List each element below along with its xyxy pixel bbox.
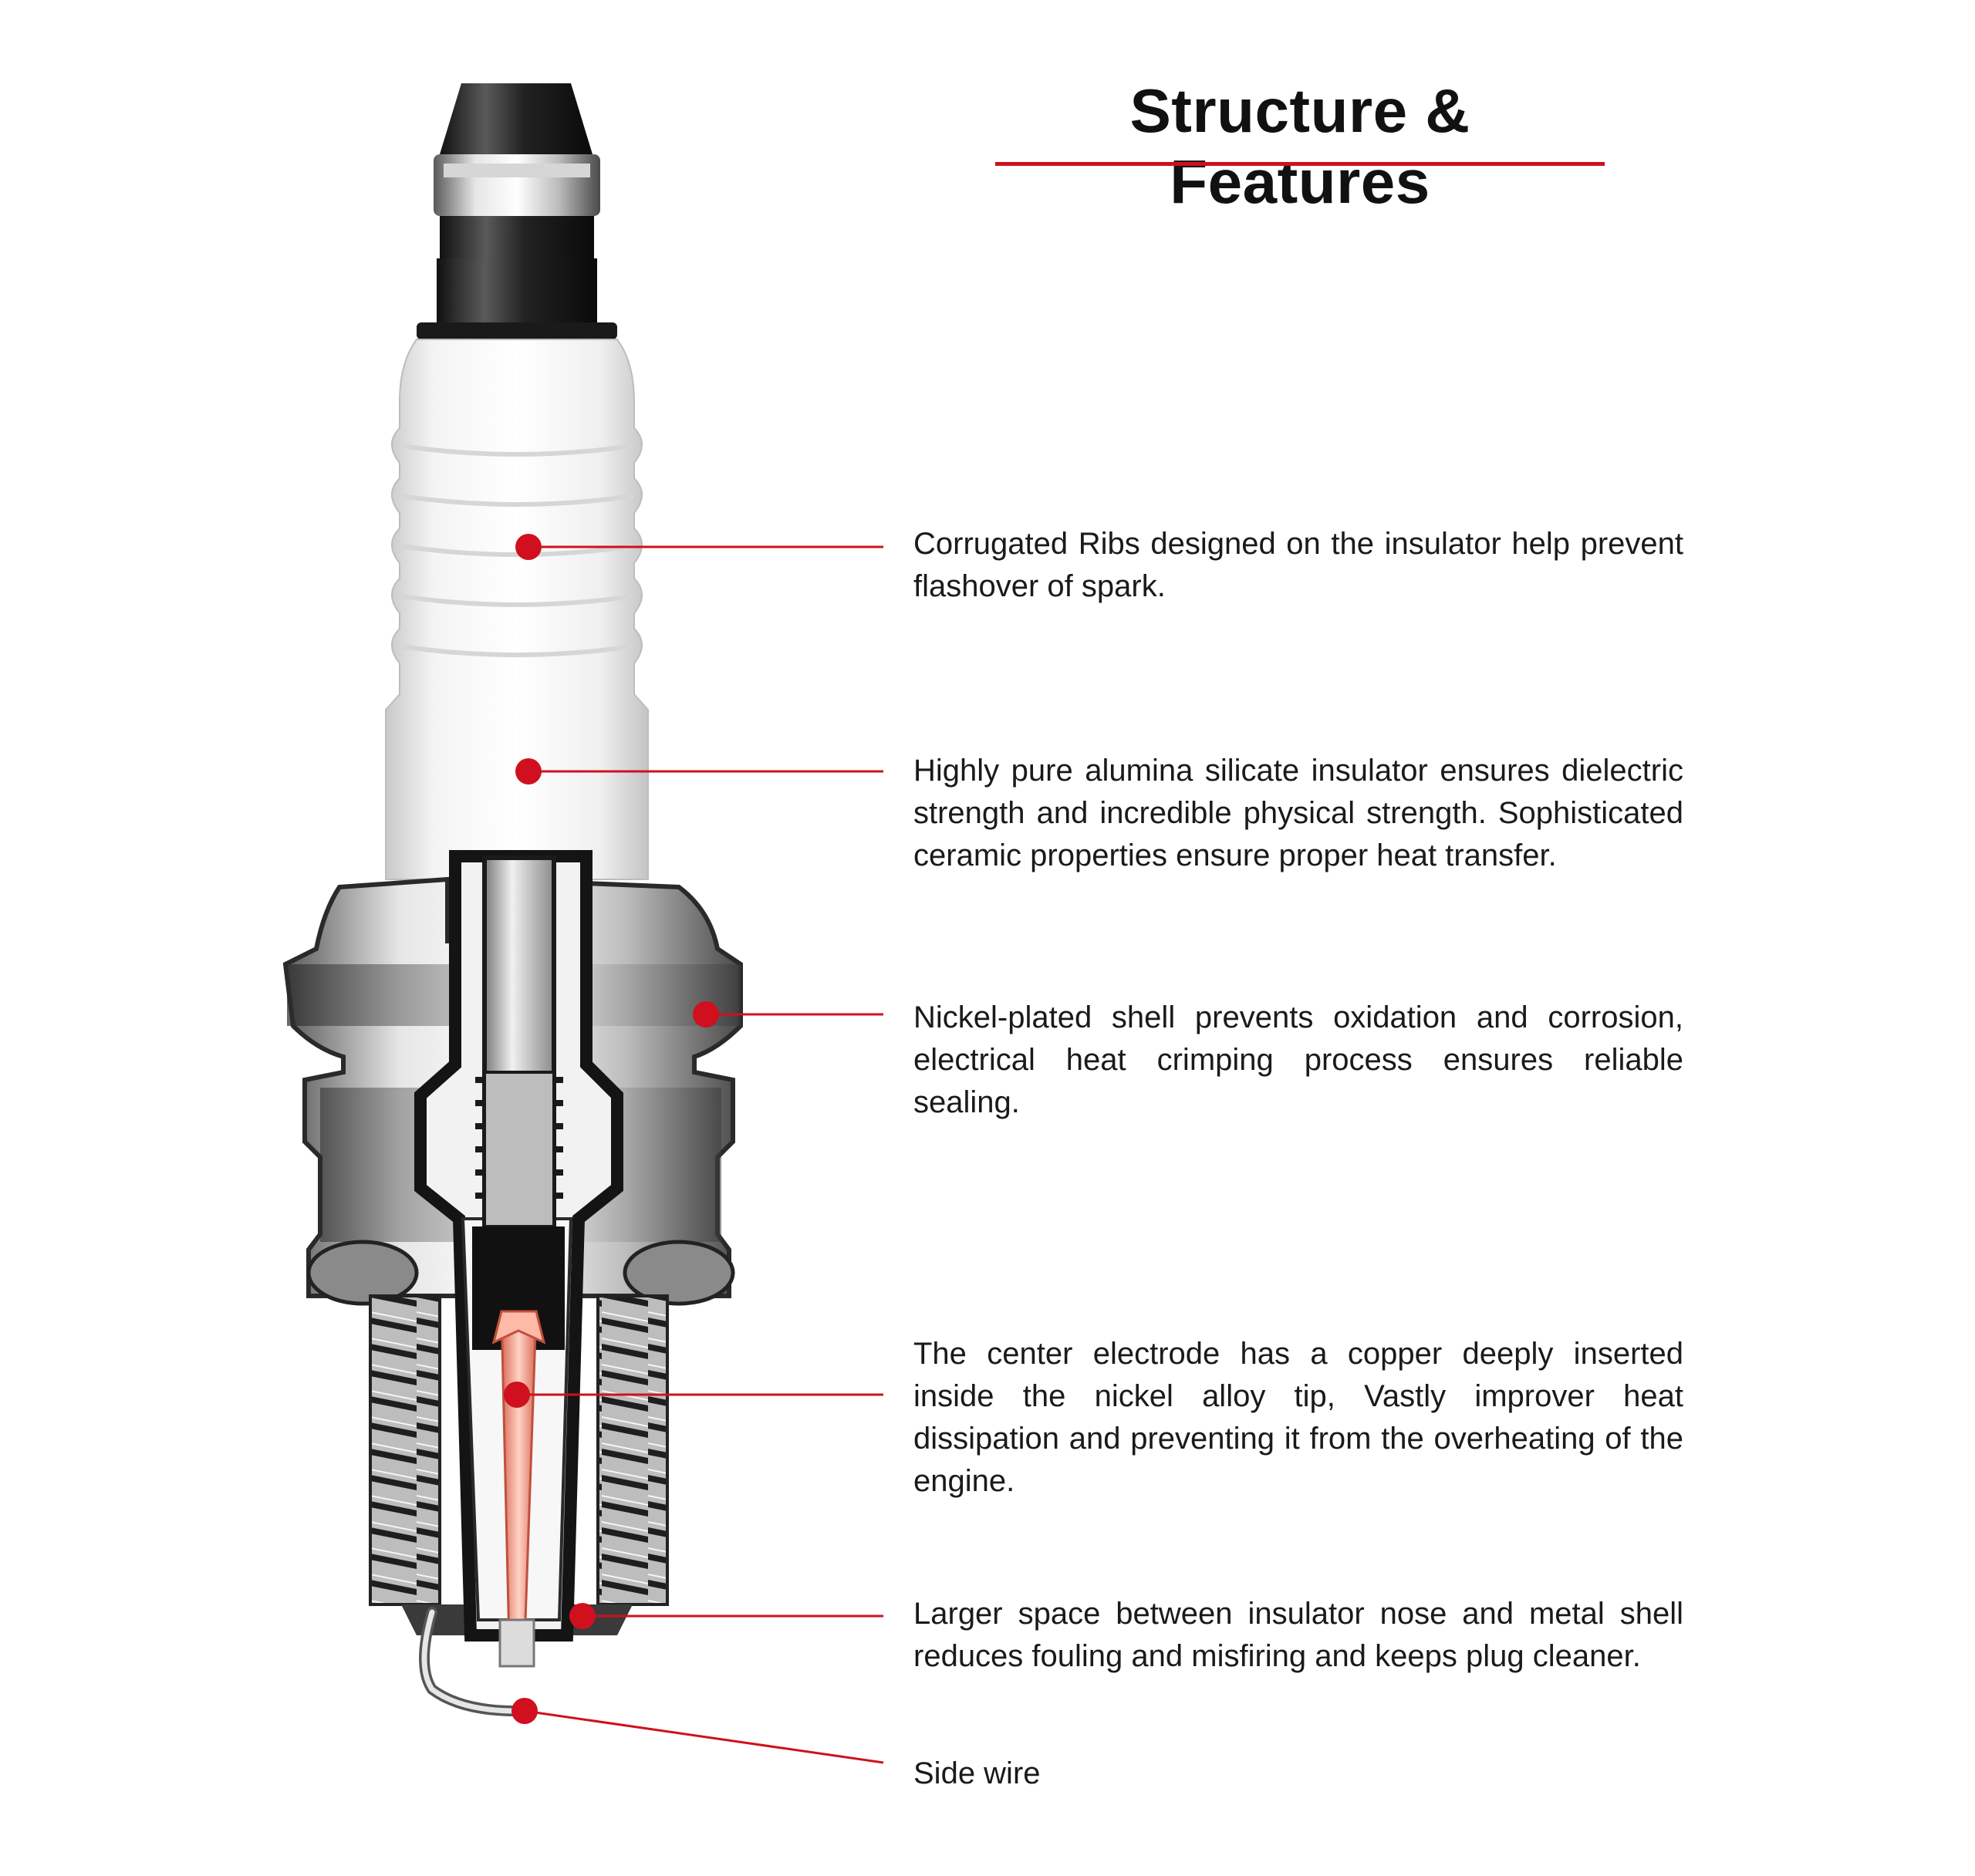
callout-dot-1 (515, 534, 542, 560)
callout-line-6 (524, 1709, 884, 1764)
threads (369, 1294, 669, 1635)
callout-text-shell: Nickel-plated shell prevents oxidation a… (913, 1000, 1683, 1119)
callout-dot-2 (515, 758, 542, 784)
page-title: Structure & Features (1129, 76, 1470, 216)
callout-dot-6 (511, 1698, 538, 1724)
ceramic-insulator (385, 339, 649, 880)
callout-dot-4 (504, 1382, 530, 1408)
callout-dot-5 (569, 1603, 596, 1629)
terminal-nut (417, 83, 617, 339)
callout-dot-3 (693, 1001, 719, 1027)
side-wire-electrode (419, 1607, 530, 1717)
callout-text-corrugated-ribs: Corrugated Ribs designed on the insulato… (913, 527, 1683, 603)
callout-text-nose-space: Larger space between insulator nose and … (913, 1597, 1683, 1673)
callout-text-center-electrode: The center electrode has a copper deeply… (913, 1337, 1683, 1498)
callout-markers (504, 534, 884, 1764)
callout-text-side-wire: Side wire (913, 1756, 1041, 1790)
callout-text-insulator: Highly pure alumina silicate insulator e… (913, 754, 1683, 872)
title-underline (995, 162, 1605, 166)
